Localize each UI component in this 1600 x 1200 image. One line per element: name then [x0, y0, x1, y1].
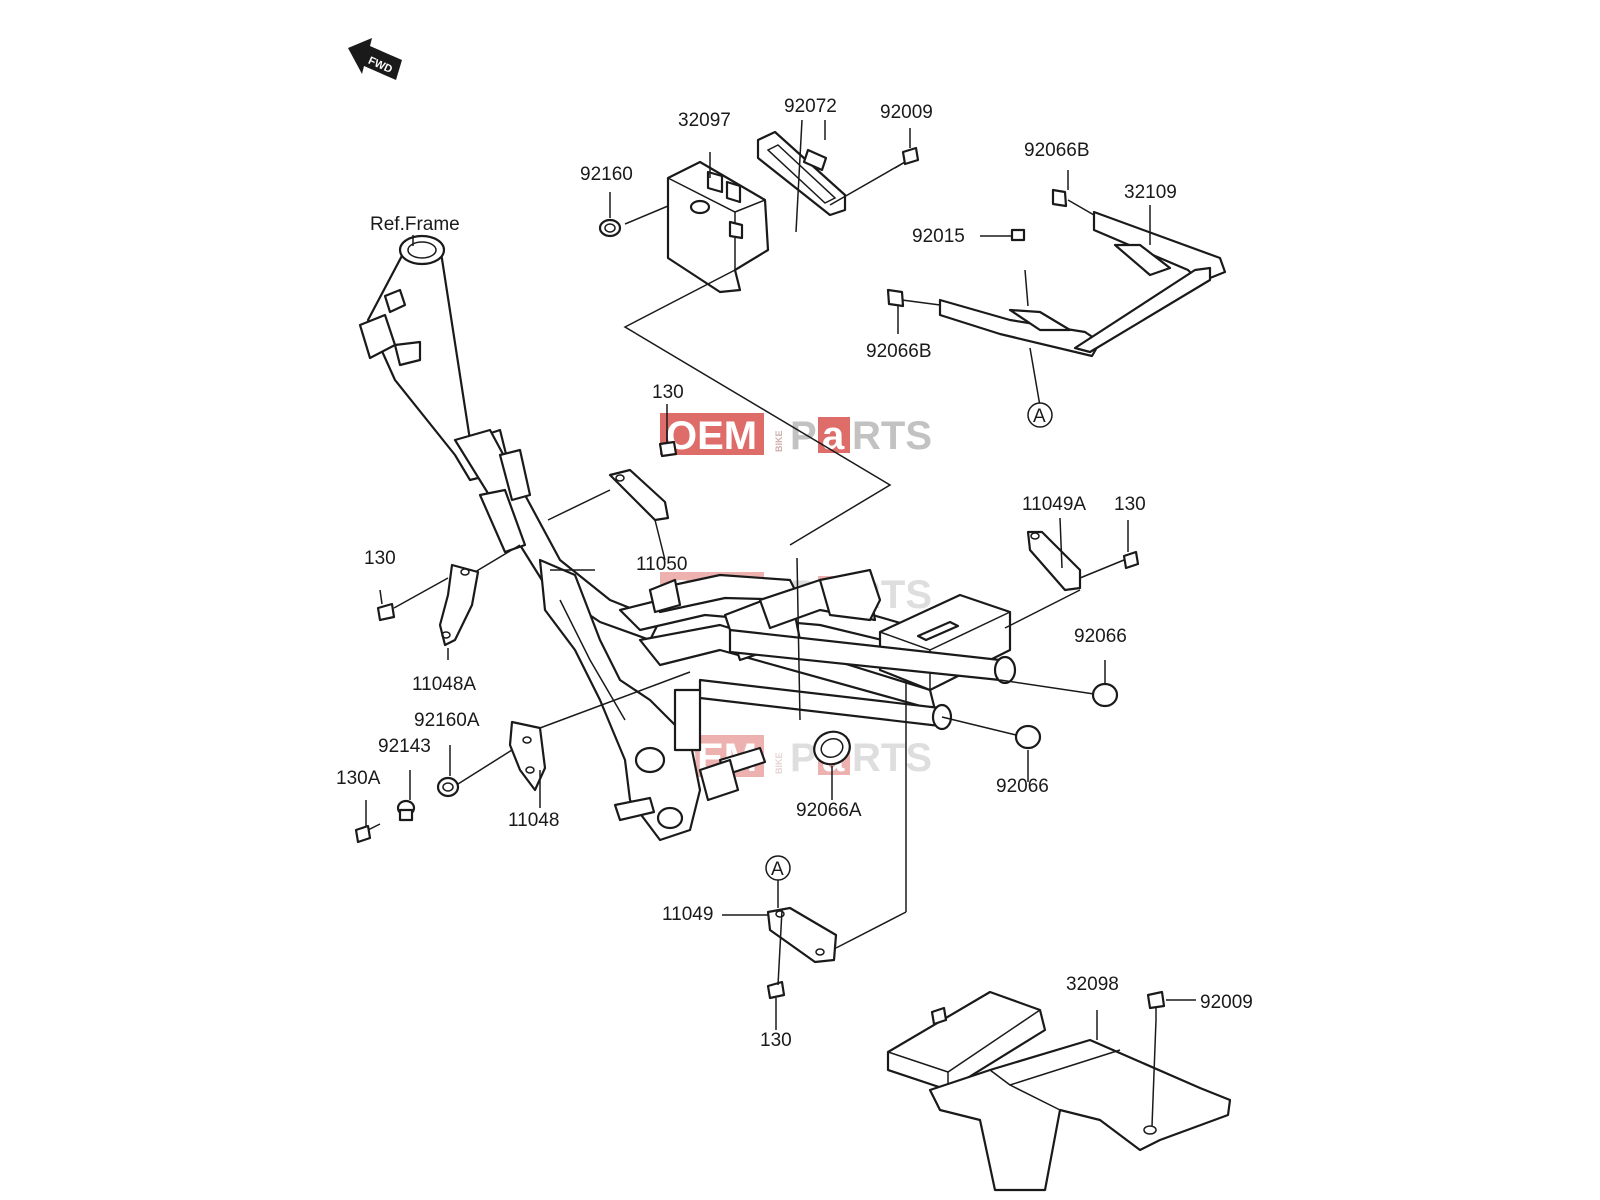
label-11050: 11050 — [636, 554, 687, 575]
part-11050-bracket — [608, 468, 670, 522]
label-130-bottom: 130 — [760, 1030, 792, 1051]
label-11048A: 11048A — [412, 674, 476, 695]
label-92066B-bottom: 92066B — [866, 341, 932, 362]
watermark-oem: OEM — [666, 414, 757, 458]
watermark-rts: RTS — [852, 414, 932, 458]
fwd-arrow-icon: FWD — [348, 38, 402, 80]
part-11049-bracket — [766, 906, 838, 964]
label-11049: 11049 — [662, 904, 713, 925]
callout-letter: A — [771, 859, 784, 880]
label-32109: 32109 — [1124, 182, 1177, 203]
main-frame — [358, 234, 1017, 842]
part-92009-bolt-bottom — [1146, 990, 1166, 1020]
watermark-rts: RTS — [852, 736, 932, 780]
part-92160A-grommet — [436, 776, 460, 798]
label-92066-right: 92066 — [1074, 626, 1127, 647]
watermark-bike: BIKE — [774, 752, 784, 774]
label-92066B-top: 92066B — [1024, 140, 1090, 161]
label-11049A: 11049A — [1022, 494, 1086, 515]
label-130A: 130A — [336, 768, 381, 789]
callout-letter: A — [1033, 406, 1046, 427]
watermark-p: P — [790, 736, 817, 780]
part-130A-bolt — [354, 823, 381, 844]
part-32098-tray — [886, 990, 1232, 1192]
label-92072: 92072 — [784, 96, 837, 117]
label-130-left: 130 — [364, 548, 396, 569]
label-130-right: 130 — [1114, 494, 1146, 515]
ref-frame-label: Ref.Frame — [370, 214, 460, 235]
part-92143-collar — [396, 799, 416, 822]
label-32097: 32097 — [678, 110, 731, 131]
label-92160: 92160 — [580, 164, 633, 185]
label-92009-bottom: 92009 — [1200, 992, 1253, 1013]
label-92143: 92143 — [378, 736, 431, 757]
label-92066A: 92066A — [796, 800, 862, 821]
label-92015: 92015 — [912, 226, 965, 247]
label-32098: 32098 — [1066, 974, 1119, 995]
part-92066-cap-lower — [1014, 724, 1042, 750]
part-130-bolt-right — [1122, 550, 1140, 570]
label-11048: 11048 — [508, 810, 559, 831]
callout-a-top: A — [1027, 402, 1053, 428]
part-92160-grommet — [598, 218, 622, 238]
watermark-a: a — [822, 414, 845, 458]
label-92066-lower: 92066 — [996, 776, 1049, 797]
part-92066-cap-right — [1091, 682, 1119, 708]
watermark-top: OEM P a RTS BIKE — [660, 413, 932, 458]
part-92072-cover — [756, 130, 847, 217]
part-11048A-bracket — [438, 563, 480, 647]
part-130-bolt-bottom — [766, 980, 786, 1000]
watermark-p: P — [790, 414, 817, 458]
leader-lines — [365, 119, 1196, 1127]
watermark-bike: BIKE — [774, 430, 784, 452]
callout-a-bottom: A — [765, 855, 791, 881]
label-92009-top: 92009 — [880, 102, 933, 123]
label-130-top: 130 — [652, 382, 684, 403]
label-92160A: 92160A — [414, 710, 480, 731]
part-11049A-bracket — [1026, 530, 1082, 592]
part-labels: Ref.Frame 32097 92072 92009 92160 92066B… — [336, 96, 1253, 1051]
part-32097-case — [666, 160, 770, 294]
part-32109-bracket — [886, 188, 1227, 358]
part-92066A-cap — [813, 730, 851, 766]
part-130-bolt-left — [376, 589, 396, 622]
